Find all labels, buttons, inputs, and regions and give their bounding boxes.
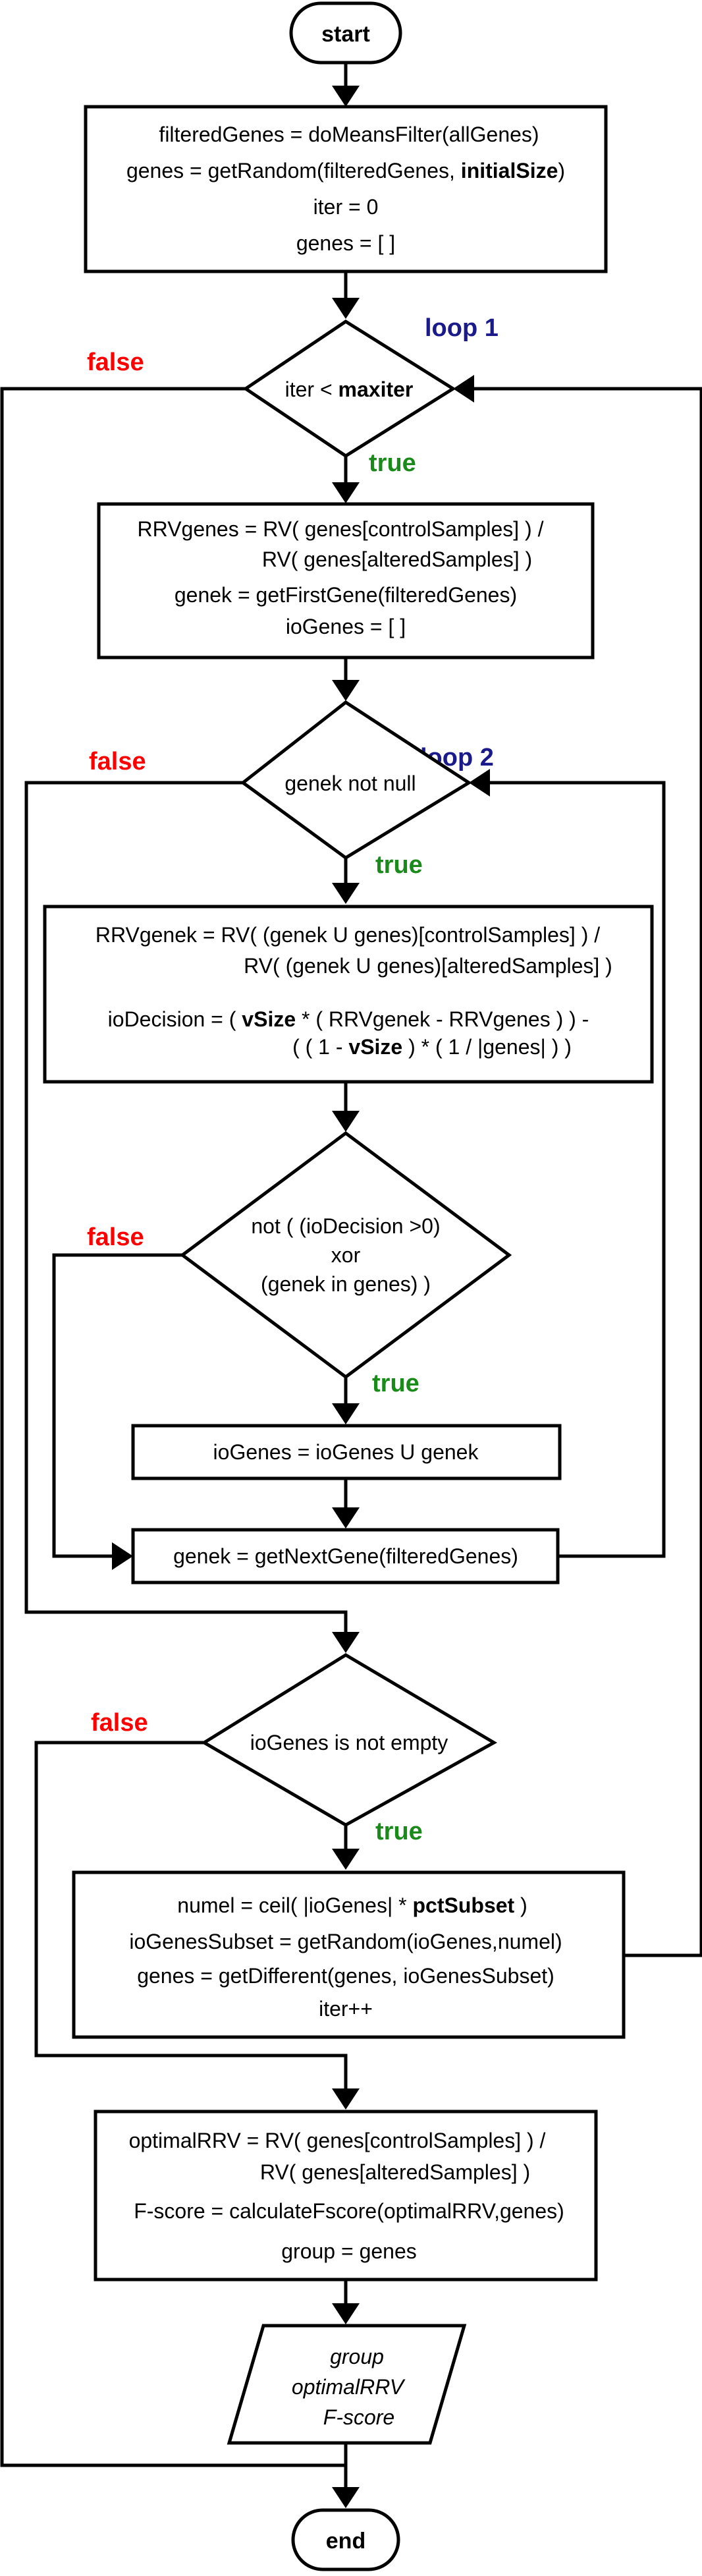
final-block: optimalRRV = RV( genes[controlSamples] )… xyxy=(94,2110,598,2282)
arrowhead xyxy=(332,1507,360,1528)
output-line-3: F-score xyxy=(323,2405,394,2429)
output-line-2: optimalRRV xyxy=(292,2375,406,2399)
next-gene-text: genek = getNextGene(filteredGenes) xyxy=(173,1544,518,1568)
update-line-1: numel = ceil( |ioGenes| * pctSubset ) xyxy=(177,1893,527,1917)
next-gene-block: genek = getNextGene(filteredGenes) xyxy=(131,1528,560,1584)
end-terminal: end xyxy=(291,2508,400,2571)
xor-line-1: not ( (ioDecision >0) xyxy=(251,1214,440,1238)
update-line-3: genes = getDifferent(genes, ioGenesSubse… xyxy=(137,1964,554,1988)
edge-loop2-false xyxy=(24,781,348,1634)
rrv-line-2: RV( genes[alteredSamples] ) xyxy=(262,547,532,571)
loop1-true-label: true xyxy=(369,449,416,477)
arrowhead xyxy=(332,883,360,904)
arrowhead xyxy=(469,769,490,797)
rrvgenek-line-2: RV( (genek U genes)[alteredSamples] ) xyxy=(244,954,612,978)
edge-xor-false xyxy=(52,1253,182,1558)
add-iogenes-text: ioGenes = ioGenes U genek xyxy=(213,1440,479,1464)
connectors xyxy=(0,63,702,2508)
loop1-condition: iter < maxiter xyxy=(285,378,414,401)
rrvgenek-line-1: RRVgenek = RV( (genek U genes)[controlSa… xyxy=(95,923,600,947)
xor-line-2: xor xyxy=(331,1243,361,1267)
init-line-4: genes = [ ] xyxy=(296,231,395,255)
end-label: end xyxy=(326,2529,365,2554)
rrvgenek-line-4: ( ( 1 - vSize ) * ( 1 / |genes| ) ) xyxy=(292,1035,572,1059)
rrvgenek-line-3: ioDecision = ( vSize * ( RRVgenek - RRVg… xyxy=(108,1007,589,1031)
loop1-false-label: false xyxy=(87,349,144,376)
xor-decision: not ( (ioDecision >0) xor (genek in gene… xyxy=(179,1131,512,1380)
arrowhead xyxy=(332,1849,360,1870)
init-line-3: iter = 0 xyxy=(313,195,379,219)
edge-empty-false xyxy=(34,1741,348,2090)
arrowhead xyxy=(332,1403,360,1424)
arrowhead xyxy=(112,1542,133,1570)
arrowhead xyxy=(332,2303,360,2324)
output-block: group optimalRRV F-score xyxy=(227,2324,467,2445)
rrv-line-1: RRVgenes = RV( genes[controlSamples] ) / xyxy=(138,517,544,541)
arrowhead xyxy=(332,298,360,319)
xor-true-label: true xyxy=(372,1370,419,1397)
rrvgenek-block: RRVgenek = RV( (genek U genes)[controlSa… xyxy=(43,905,654,1084)
loop2-false-label: false xyxy=(89,748,146,775)
init-line-2: genes = getRandom(filteredGenes, initial… xyxy=(126,159,565,182)
start-label: start xyxy=(321,22,370,47)
start-terminal: start xyxy=(289,1,402,65)
empty-decision: ioGenes is not empty xyxy=(201,1653,498,1827)
arrowhead xyxy=(332,1632,360,1653)
xor-line-3: (genek in genes) ) xyxy=(261,1272,431,1296)
init-block: filteredGenes = doMeansFilter(allGenes) … xyxy=(84,105,608,273)
add-iogenes-block: ioGenes = ioGenes U genek xyxy=(131,1424,562,1480)
arrowhead xyxy=(332,2487,360,2508)
xor-false-label: false xyxy=(87,1223,144,1251)
loop2-condition: genek not null xyxy=(284,771,416,795)
update-line-2: ioGenesSubset = getRandom(ioGenes,numel) xyxy=(129,1930,562,1953)
edge-loop1-false xyxy=(0,387,346,2467)
arrowhead xyxy=(332,1111,360,1132)
edge-loop2-back xyxy=(489,781,666,1558)
empty-true-label: true xyxy=(375,1818,423,1845)
final-line-3: F-score = calculateFscore(optimalRRV,gen… xyxy=(134,2199,564,2223)
rrv-block: RRVgenes = RV( genes[controlSamples] ) /… xyxy=(97,502,595,659)
arrowhead xyxy=(332,2088,360,2110)
arrowhead xyxy=(332,482,360,503)
empty-condition: ioGenes is not empty xyxy=(250,1731,448,1754)
loop1-label: loop 1 xyxy=(425,314,499,342)
init-line-1: filteredGenes = doMeansFilter(allGenes) xyxy=(159,123,539,146)
empty-false-label: false xyxy=(91,1709,148,1737)
arrowhead xyxy=(332,680,360,701)
edge-loop1-back xyxy=(473,387,702,1957)
arrowhead xyxy=(332,86,360,107)
update-block: numel = ceil( |ioGenes| * pctSubset ) io… xyxy=(72,1870,626,2039)
update-line-4: iter++ xyxy=(319,1997,373,2021)
output-line-1: group xyxy=(330,2345,384,2368)
arrowhead xyxy=(453,375,474,403)
final-line-1: optimalRRV = RV( genes[controlSamples] )… xyxy=(129,2129,546,2152)
rrv-line-4: ioGenes = [ ] xyxy=(286,615,406,638)
loop2-true-label: true xyxy=(375,851,423,879)
final-line-2: RV( genes[alteredSamples] ) xyxy=(260,2160,530,2184)
loop2-decision: genek not null xyxy=(240,700,472,860)
loop1-decision: iter < maxiter xyxy=(242,320,456,458)
final-line-4: group = genes xyxy=(281,2239,417,2263)
rrv-line-3: genek = getFirstGene(filteredGenes) xyxy=(175,583,517,607)
